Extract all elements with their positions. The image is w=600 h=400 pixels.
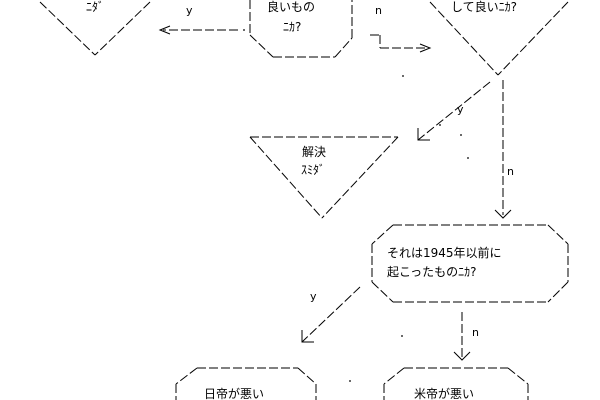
q1945-n-arrow [453,312,471,361]
edge-label-right-n: n [507,165,514,178]
top-center-box [249,0,353,58]
top-right-triangle [429,1,569,76]
top-right-fragment: して良いﾆｶ? [451,0,518,14]
bottom-right-box [383,367,529,400]
top-n-arrow [370,34,432,53]
q1945-y-arrow [301,286,361,343]
q1945-line2: 起こったものﾆｶ? [387,265,477,279]
bottom-left-label: 日帝が悪い [204,387,265,400]
q1945-line1: それは1945年以前に [387,246,502,260]
top-left-fragment: ﾆﾀﾞ [86,0,105,14]
bottom-left-box [175,367,317,400]
bottom-right-label: 米帝が悪い [414,387,475,400]
resolved-line1: 解決 [302,145,327,159]
right-n-arrow [494,80,512,219]
edge-label-top-n: n [375,4,382,17]
stray-dots [243,29,469,382]
edge-label-q1945-y: y [310,290,317,303]
resolved-triangle [249,136,399,219]
edge-label-q1945-n: n [472,326,479,339]
q1945-box [371,224,569,303]
top-center-line2: ﾆｶ? [283,20,302,34]
top-left-triangle [39,1,151,56]
top-center-line1: 良いもの [267,0,316,14]
right-y-arrow [417,81,491,141]
edge-label-top-y: y [186,4,193,17]
resolved-line2: ｽﾐﾀﾞ [301,163,326,177]
top-y-arrow [158,25,238,35]
edge-label-right-y: y [457,103,464,116]
